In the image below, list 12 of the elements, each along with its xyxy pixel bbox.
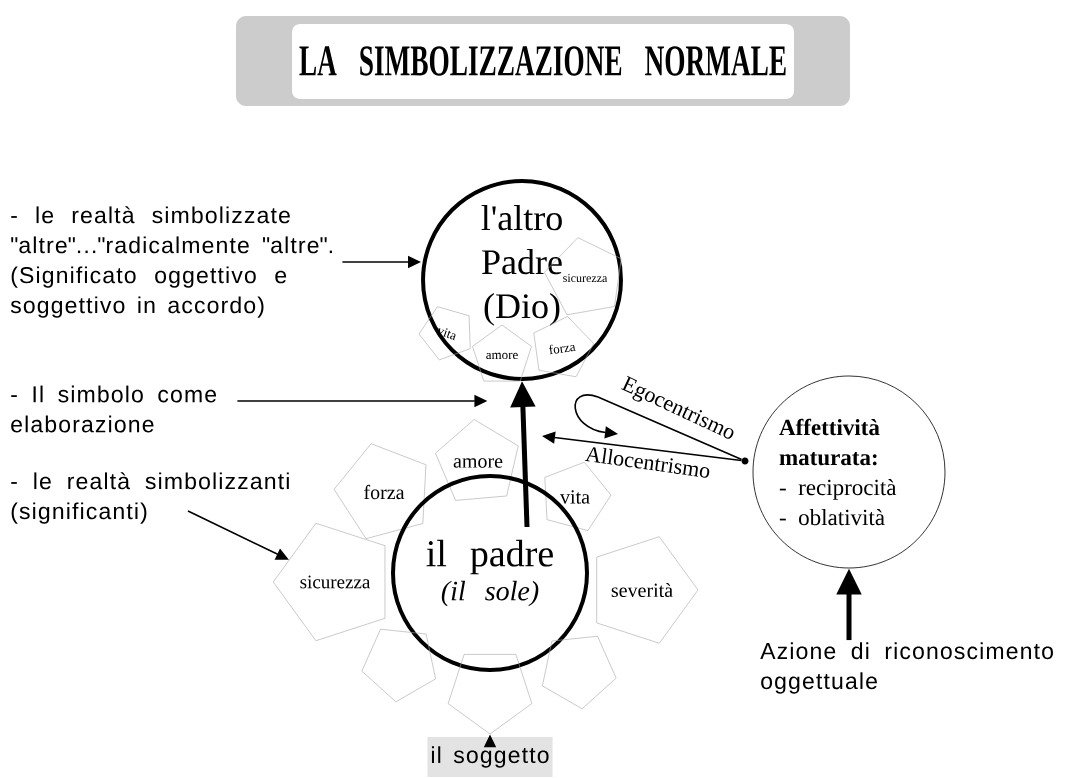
note-text: - le realtà simbolizzanti (significanti) <box>11 472 289 524</box>
circle-node: Affettività maturata: - reciprocità - oblatività <box>752 375 946 569</box>
note-text: - Il simbolo come elaborazione <box>11 385 217 433</box>
pentagon-shape <box>542 635 617 710</box>
pentagon-shape <box>361 628 436 703</box>
title-box: LA SIMBOLIZZAZIONE NORMALE <box>236 16 850 106</box>
note-text: - le realtà simbolizzate "altre"..."radicalmente "altre". (Significato oggettivo e soggettivo in accordo) <box>10 206 332 318</box>
label-box: il soggetto <box>427 737 553 777</box>
note-text: Azione di riconoscimento oggettuale <box>760 642 1053 694</box>
pentagon-shape <box>447 654 533 735</box>
arrow <box>187 510 289 560</box>
arrow <box>574 394 743 461</box>
